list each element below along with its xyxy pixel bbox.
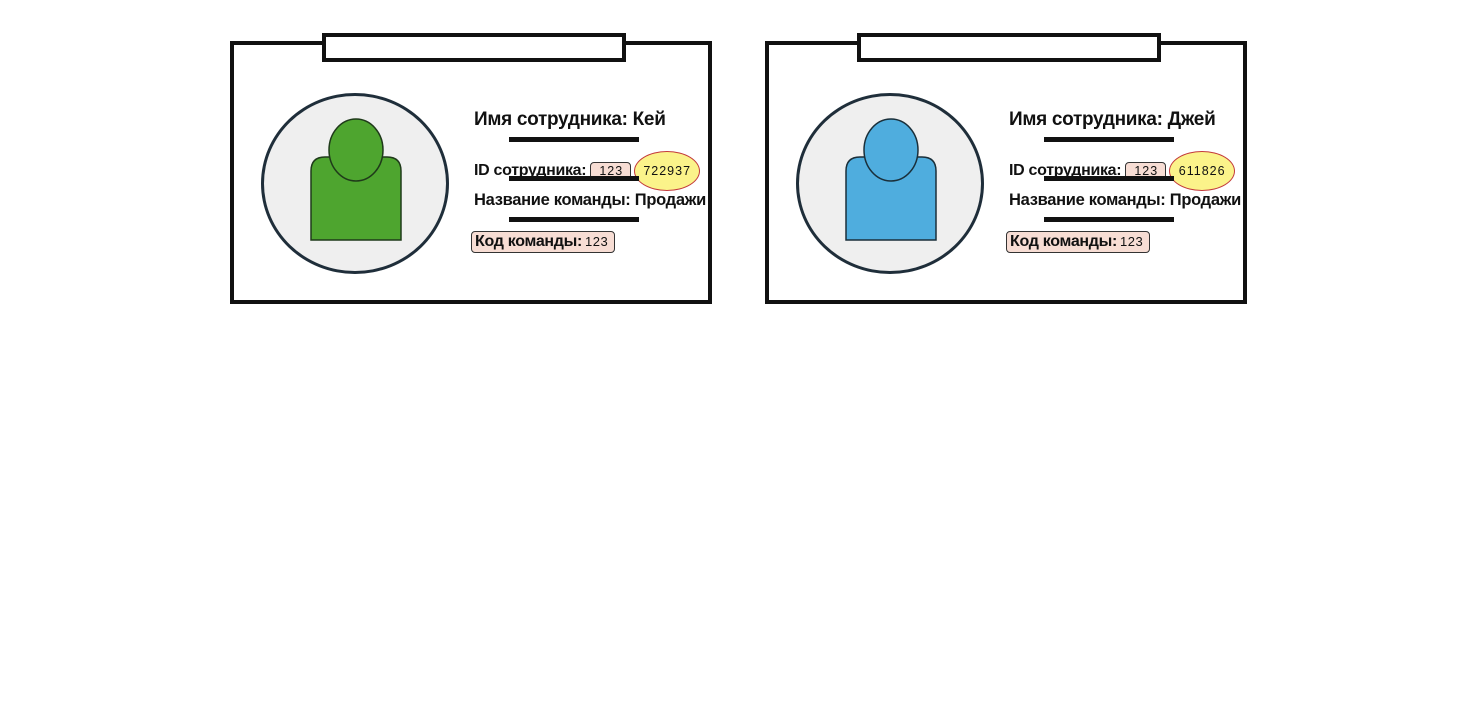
team-name-label: Название команды: xyxy=(474,191,631,209)
employee-name-line: Имя сотрудника: Кей xyxy=(474,109,666,131)
employee-badge-jay: Имя сотрудника: Джей ID сотрудника: 123 … xyxy=(765,33,1247,304)
team-code-label: Код команды: xyxy=(475,233,583,250)
team-name-value: Продажи xyxy=(1169,191,1242,209)
divider-line xyxy=(1044,217,1174,222)
person-silhouette-icon xyxy=(845,118,937,241)
employee-id-prefix: 123 xyxy=(590,162,632,180)
employee-name-value: Кей xyxy=(632,109,666,130)
divider-line xyxy=(1044,176,1174,181)
avatar xyxy=(796,93,984,274)
employee-id-line: ID сотрудника: 123 722937 xyxy=(474,151,701,191)
divider-line xyxy=(1044,137,1174,142)
team-name-value: Продажи xyxy=(634,191,707,209)
employee-id-number: 722937 xyxy=(634,151,701,191)
employee-name-line: Имя сотрудника: Джей xyxy=(1009,109,1216,131)
employee-badge-kei: Имя сотрудника: Кей ID сотрудника: 123 7… xyxy=(230,33,712,304)
badge-clip-slot xyxy=(322,33,626,62)
employee-id-label: ID сотрудника: xyxy=(474,162,587,179)
team-name-label: Название команды: xyxy=(1009,191,1166,209)
divider-line xyxy=(509,217,639,222)
employee-id-line: ID сотрудника: 123 611826 xyxy=(1009,151,1236,191)
team-name-line: Название команды: Продажи xyxy=(474,191,706,210)
team-code-box: Код команды:123 xyxy=(471,231,616,253)
team-name-line: Название команды: Продажи xyxy=(1009,191,1241,210)
avatar xyxy=(261,93,449,274)
person-silhouette-icon xyxy=(310,118,402,241)
team-code-label: Код команды: xyxy=(1010,233,1118,250)
divider-line xyxy=(509,176,639,181)
employee-id-number: 611826 xyxy=(1169,151,1236,191)
employee-name-label: Имя сотрудника: xyxy=(1009,109,1163,130)
team-code-box: Код команды:123 xyxy=(1006,231,1151,253)
employee-name-value: Джей xyxy=(1167,109,1216,130)
employee-id-label: ID сотрудника: xyxy=(1009,162,1122,179)
employee-name-label: Имя сотрудника: xyxy=(474,109,628,130)
employee-id-prefix: 123 xyxy=(1125,162,1167,180)
badge-clip-slot xyxy=(857,33,1161,62)
team-code-value: 123 xyxy=(585,234,609,249)
divider-line xyxy=(509,137,639,142)
team-code-value: 123 xyxy=(1120,234,1144,249)
